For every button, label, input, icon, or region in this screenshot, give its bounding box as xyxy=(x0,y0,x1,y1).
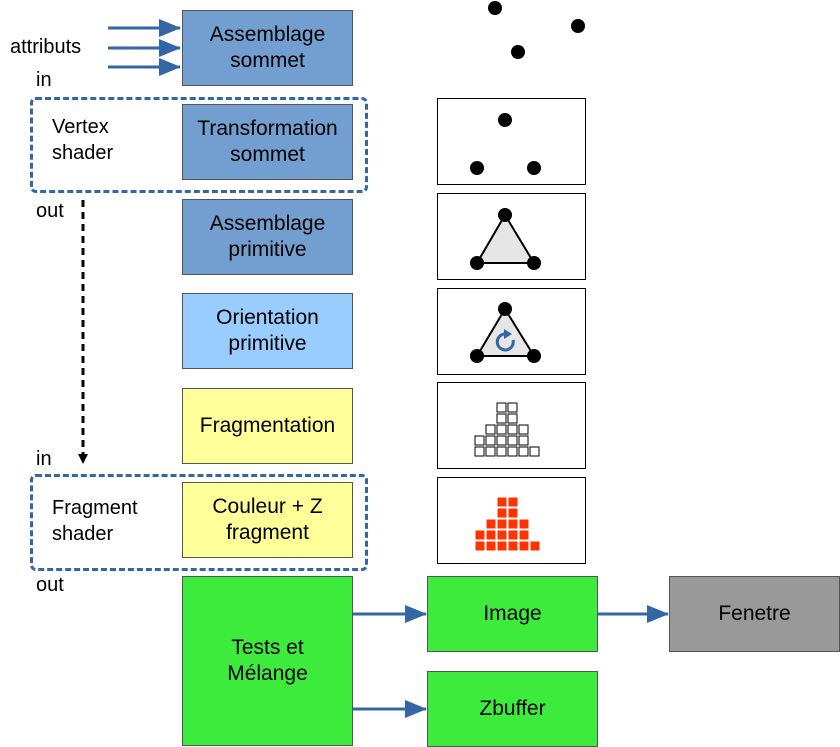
transformation-sommet-box: Transformation sommet xyxy=(182,104,353,180)
oriented-vertex-2 xyxy=(470,349,484,363)
assemblage-sommet-box: Assemblage sommet xyxy=(182,10,353,86)
vertex-shader-group xyxy=(30,97,368,193)
oriented-vertex-1 xyxy=(498,302,512,316)
fragment-out-label: out xyxy=(36,574,64,596)
fenetre-box: Fenetre xyxy=(669,576,840,652)
rotation-arrowhead-icon xyxy=(504,329,512,339)
assembled-vertex-3 xyxy=(527,256,541,270)
transformed-vertex-2 xyxy=(470,161,484,175)
oriented-vertex-3 xyxy=(527,349,541,363)
panel-transformed-vertices xyxy=(437,98,586,185)
fragmentation-box: Fragmentation xyxy=(182,388,353,464)
vertex-shader-label: Vertex shader xyxy=(52,116,114,164)
fragment-in-label: in xyxy=(36,448,52,470)
couleur-z-fragment-box: Couleur + Z fragment xyxy=(182,482,353,558)
raw-vertex-3 xyxy=(511,45,525,59)
fragment-shader-group xyxy=(30,474,368,571)
transformed-vertex-1 xyxy=(498,113,512,127)
raw-vertex-2 xyxy=(571,19,585,33)
fragment-shader-label: Fragment shader xyxy=(52,497,138,545)
assembled-vertex-2 xyxy=(470,256,484,270)
rotation-arrow-icon xyxy=(495,332,515,352)
assembled-vertex-1 xyxy=(498,208,512,222)
zbuffer-box: Zbuffer xyxy=(427,671,598,747)
transformed-vertex-3 xyxy=(527,161,541,175)
attributs-label: attributs xyxy=(10,36,82,58)
vertex-out-label: out xyxy=(36,200,64,222)
image-box: Image xyxy=(427,576,598,652)
vertex-in-label: in xyxy=(36,69,52,91)
orientation-primitive-box: Orientation primitive xyxy=(182,293,353,369)
tests-melange-box: Tests et Mélange xyxy=(182,576,353,746)
assembled-triangle xyxy=(475,213,536,264)
colored-fragment-grid xyxy=(474,496,541,552)
fragment-grid xyxy=(474,402,540,457)
raw-vertex-1 xyxy=(488,1,502,15)
assemblage-primitive-box: Assemblage primitive xyxy=(182,199,353,275)
